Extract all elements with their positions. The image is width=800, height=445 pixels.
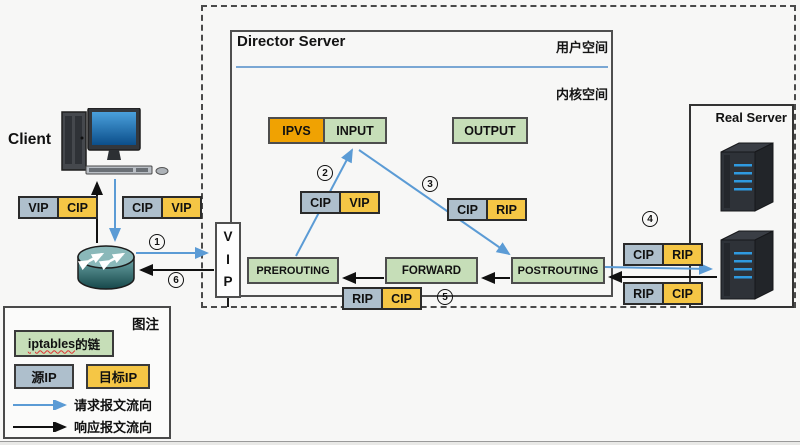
packet-label-response-at-client: VIP CIP: [18, 196, 98, 219]
packet-label-input-to-postrouting: CIP RIP: [447, 198, 527, 221]
bottom-border-line: [0, 441, 800, 442]
vip-letter: I: [226, 251, 230, 267]
real-server-title: Real Server: [715, 110, 787, 125]
legend-title: 图注: [132, 317, 159, 332]
vip-connector-stub: [227, 297, 229, 307]
legend-iptables-word: iptables: [27, 336, 76, 351]
kernel-space-label: 内核空间: [555, 87, 608, 102]
source-ip-cell: RIP: [623, 282, 664, 305]
legend-response-arrow-icon: [13, 421, 67, 432]
dest-ip-cell: CIP: [381, 287, 422, 310]
packet-label-prerouting-to-input: CIP VIP: [300, 191, 380, 214]
step-marker-4: 4: [642, 211, 658, 227]
source-ip-cell: CIP: [623, 243, 664, 266]
dest-ip-cell: RIP: [662, 243, 703, 266]
source-ip-cell: CIP: [122, 196, 163, 219]
director-server-title: Director Server: [237, 33, 346, 50]
server-tower-icon: [720, 230, 774, 300]
dest-ip-cell: CIP: [57, 196, 98, 219]
user-space-label: 用户空间: [555, 40, 608, 55]
packet-label-response-through-forward: RIP CIP: [342, 287, 422, 310]
prerouting-chain-box: PREROUTING: [247, 257, 339, 284]
legend-request-arrow-icon: [13, 399, 67, 410]
packet-label-request-at-client: CIP VIP: [122, 196, 202, 219]
bottom-strip: [0, 442, 800, 445]
output-chain-box: OUTPUT: [452, 117, 528, 144]
real-server-box: Real Server: [689, 104, 794, 308]
legend-chain-suffix: 的链: [75, 338, 101, 352]
dest-ip-cell: VIP: [161, 196, 202, 219]
legend-request-flow-row: 请求报文流向: [11, 395, 152, 414]
legend-request-flow-label: 请求报文流向: [74, 398, 153, 413]
vip-letter: V: [223, 228, 233, 244]
source-ip-cell: CIP: [447, 198, 488, 221]
vip-interface-box: V I P: [215, 222, 241, 298]
router-icon: [77, 245, 135, 290]
postrouting-chain-box: POSTROUTING: [511, 257, 605, 284]
director-outer-dashed-border: [201, 5, 796, 308]
source-ip-cell: RIP: [342, 287, 383, 310]
source-ip-cell: VIP: [18, 196, 59, 219]
packet-label-request-to-realserver: CIP RIP: [623, 243, 703, 266]
dest-ip-cell: CIP: [662, 282, 703, 305]
server-tower-icon: [720, 142, 774, 212]
legend-response-flow-label: 响应报文流向: [74, 420, 153, 435]
step-marker-6: 6: [168, 272, 184, 288]
ipvs-box: IPVS: [268, 117, 325, 144]
request-line-input-to-postrouting: [358, 149, 511, 256]
client-label: Client: [8, 131, 52, 148]
packet-label-response-from-realserver: RIP CIP: [623, 282, 703, 305]
vip-letter: P: [223, 274, 233, 290]
legend-source-ip-swatch: 源IP: [14, 364, 74, 389]
user-kernel-space-divider: [236, 66, 608, 68]
step-marker-5: 5: [437, 289, 453, 305]
step-marker-3: 3: [422, 176, 438, 192]
step-marker-1: 1: [149, 234, 165, 250]
request-line-postrouting-to-realserver: [604, 262, 713, 275]
step-marker-2: 2: [317, 165, 333, 181]
legend-dest-ip-swatch: 目标IP: [86, 364, 150, 389]
forward-chain-box: FORWARD: [385, 257, 478, 284]
input-chain-box: INPUT: [323, 117, 387, 144]
legend-response-flow-row: 响应报文流向: [11, 417, 152, 436]
source-ip-cell: CIP: [300, 191, 341, 214]
client-computer-icon: [61, 108, 169, 175]
dest-ip-cell: VIP: [339, 191, 380, 214]
dest-ip-cell: RIP: [486, 198, 527, 221]
